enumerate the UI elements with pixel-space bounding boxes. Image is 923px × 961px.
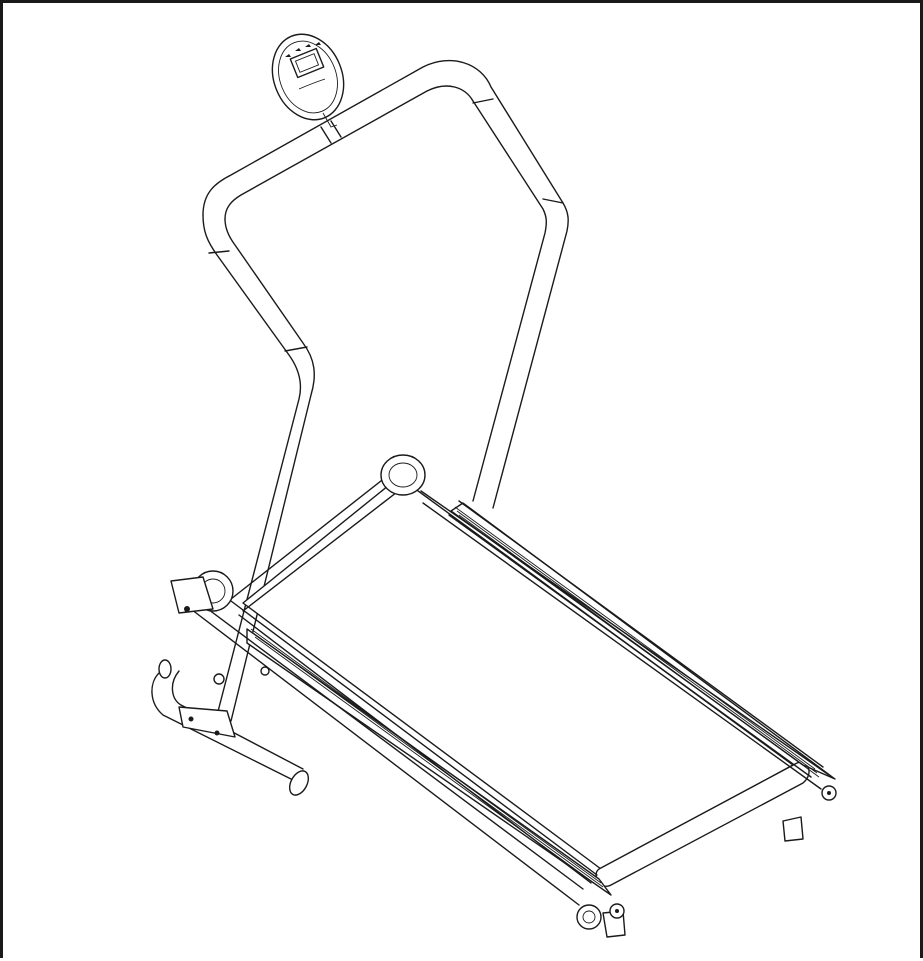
treadmill-line-drawing bbox=[151, 33, 837, 938]
foot-rail-stripes bbox=[250, 506, 820, 892]
handlebar-frame bbox=[202, 59, 569, 724]
front-stabilizer bbox=[151, 659, 310, 796]
front-rollers bbox=[170, 454, 426, 614]
running-deck bbox=[172, 472, 836, 906]
rear-feet bbox=[576, 785, 837, 938]
console-display bbox=[271, 33, 345, 128]
